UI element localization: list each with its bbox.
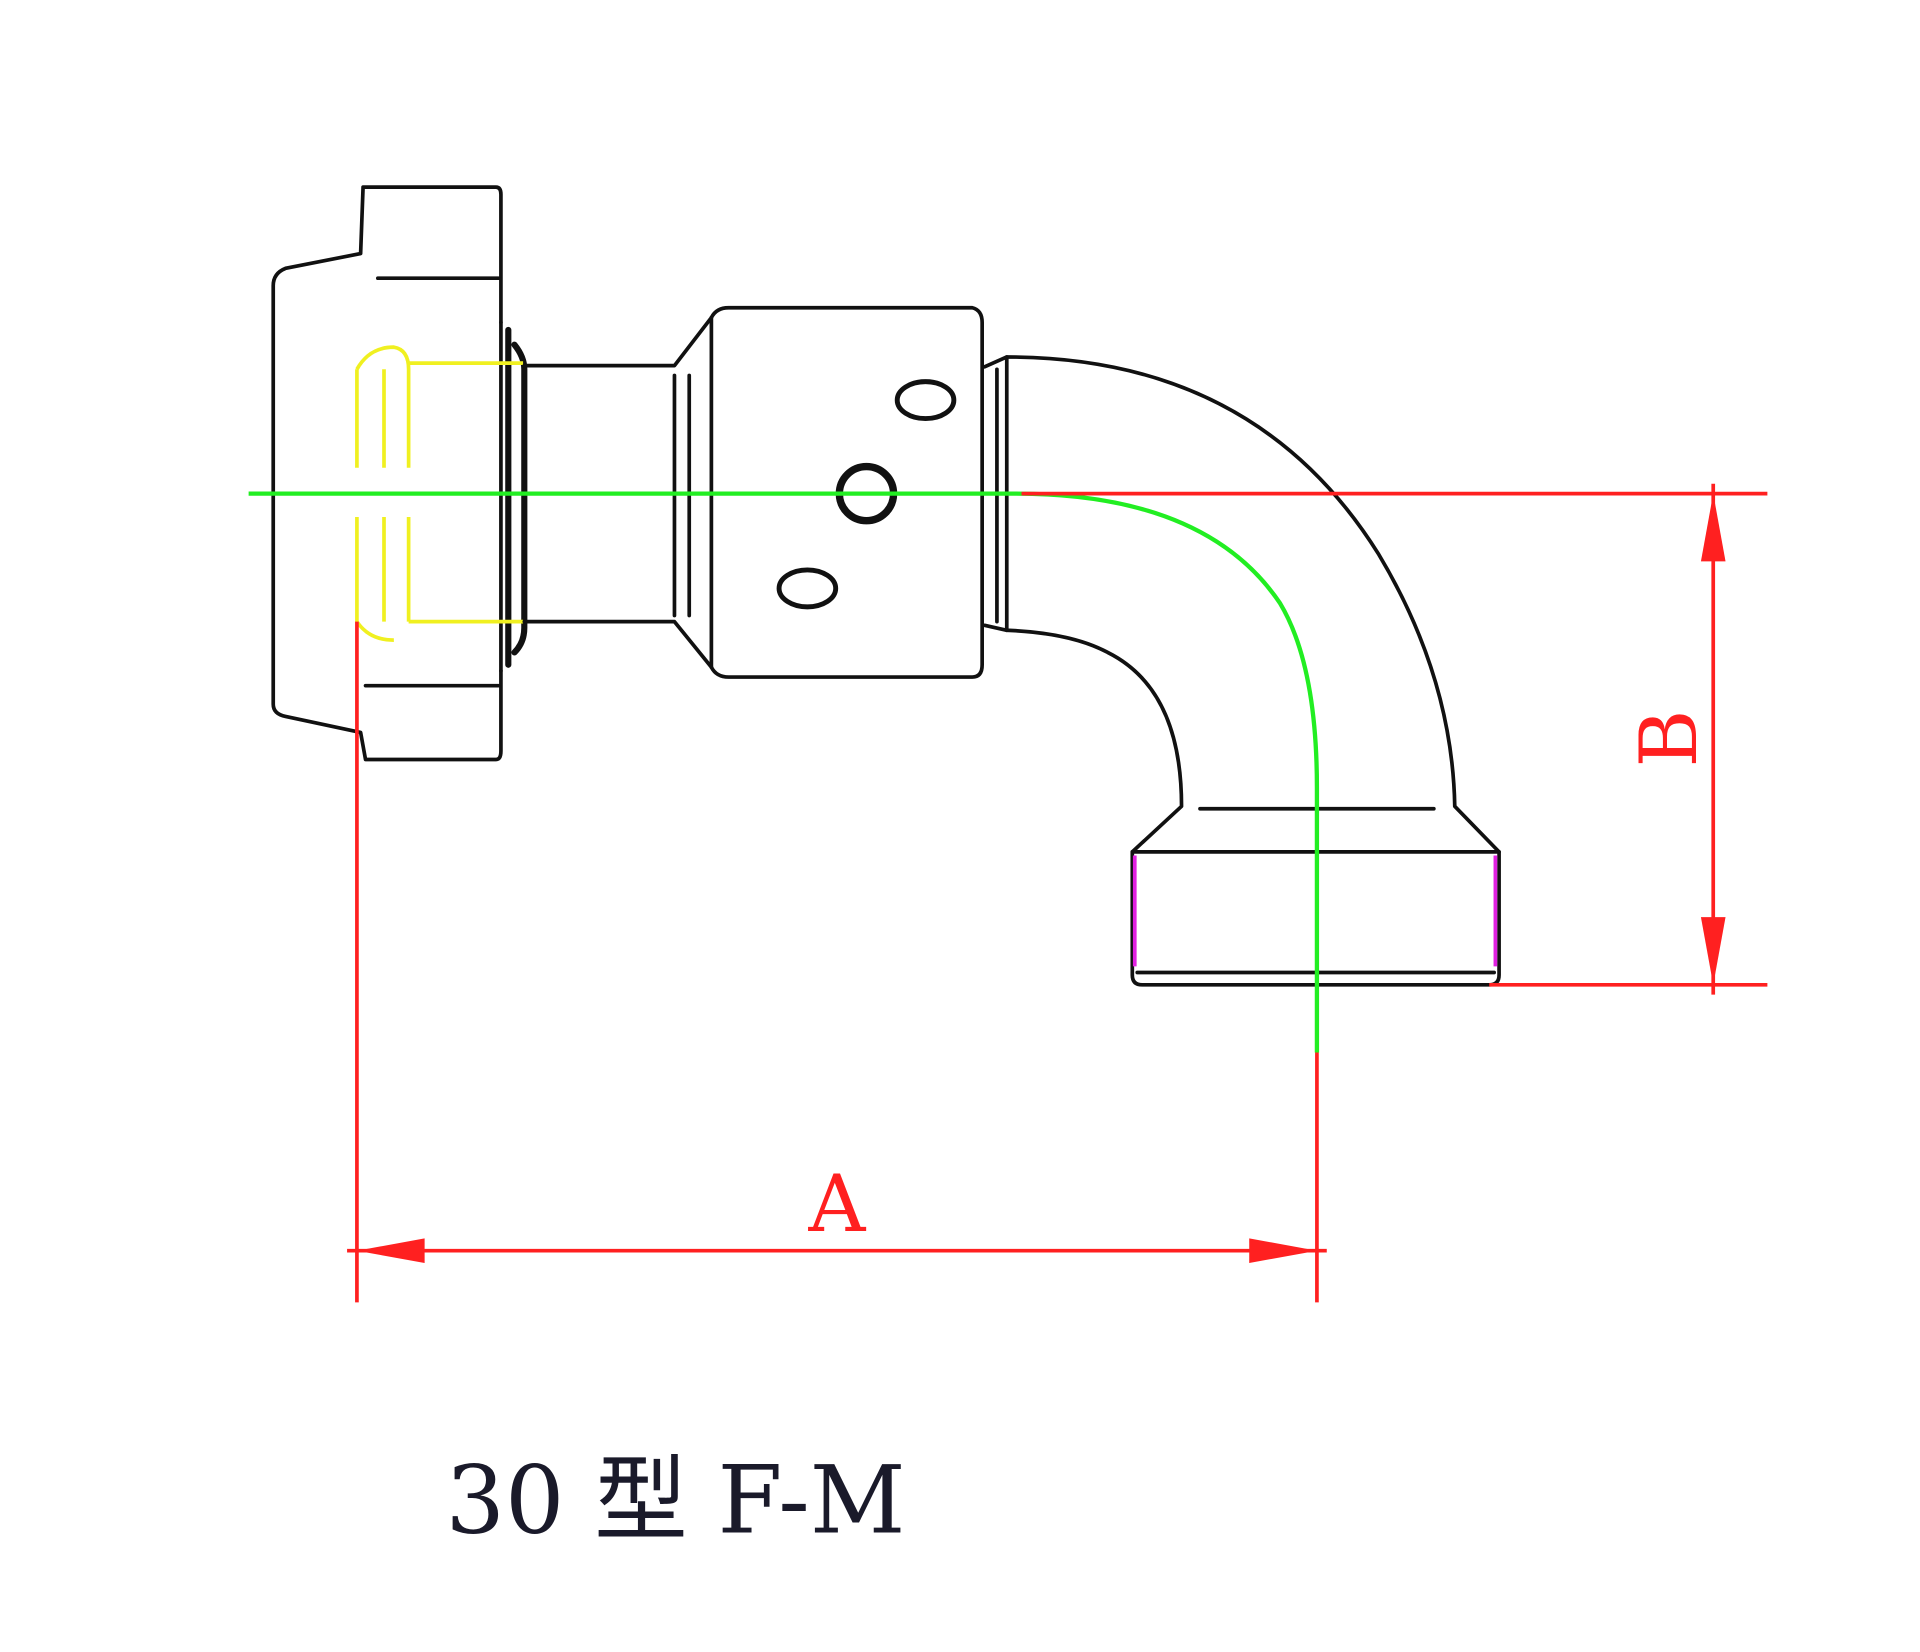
centerline <box>248 491 1320 1053</box>
dimension-b-label: B <box>1623 710 1715 768</box>
dimension-a: A <box>347 621 1327 1303</box>
dimension-b: B <box>1021 483 1768 995</box>
elbow <box>1004 355 1501 987</box>
dimension-a-label: A <box>807 1158 866 1250</box>
caption: 30 型 F-M <box>446 1447 906 1556</box>
wing-nut <box>271 185 528 762</box>
